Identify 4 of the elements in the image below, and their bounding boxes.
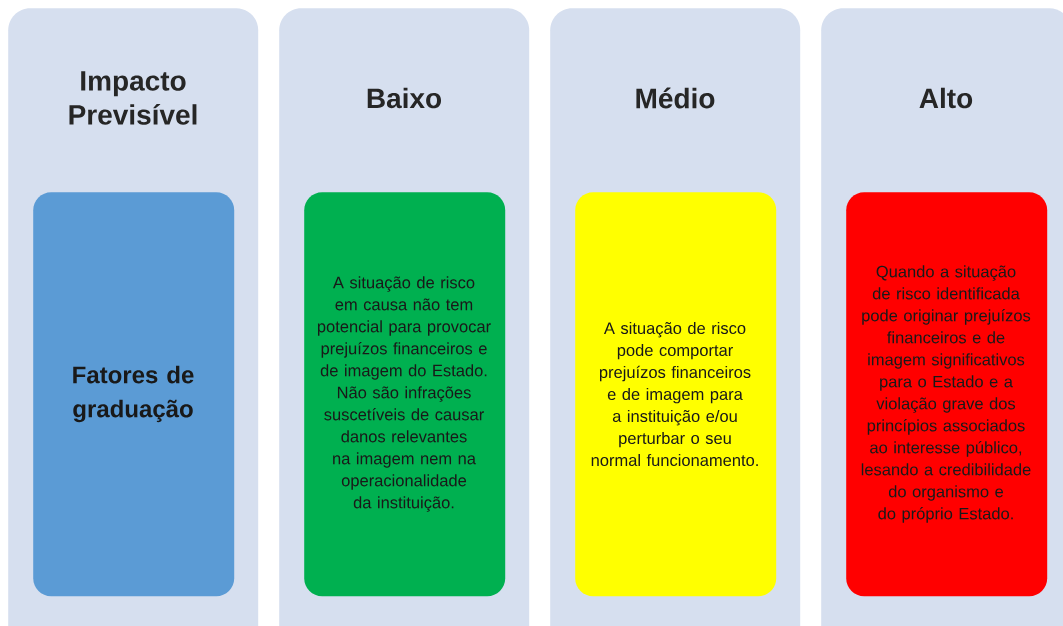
description-box: A situação de risco em causa não tem potencial para provocar prejuízos financeiros e de imagem do Estado. Não são infrações suscetíveis de causar danos relevantes na imagem nem na operacionalidade da instituição.	[304, 192, 506, 597]
description-box: Fatores de graduação	[33, 192, 235, 597]
description-box: A situação de risco pode comportar prejuízos financeiros e de imagem para a instituição e/ou perturbar o seu normal funcionamento.	[575, 192, 777, 597]
description-box: Quando a situação de risco identificada pode originar prejuízos financeiros e de imagem significativos para o Estado e a violação grave dos princípios associados ao interesse público, lesando a credibilidade do organismo e do próprio Estado.	[846, 192, 1048, 597]
